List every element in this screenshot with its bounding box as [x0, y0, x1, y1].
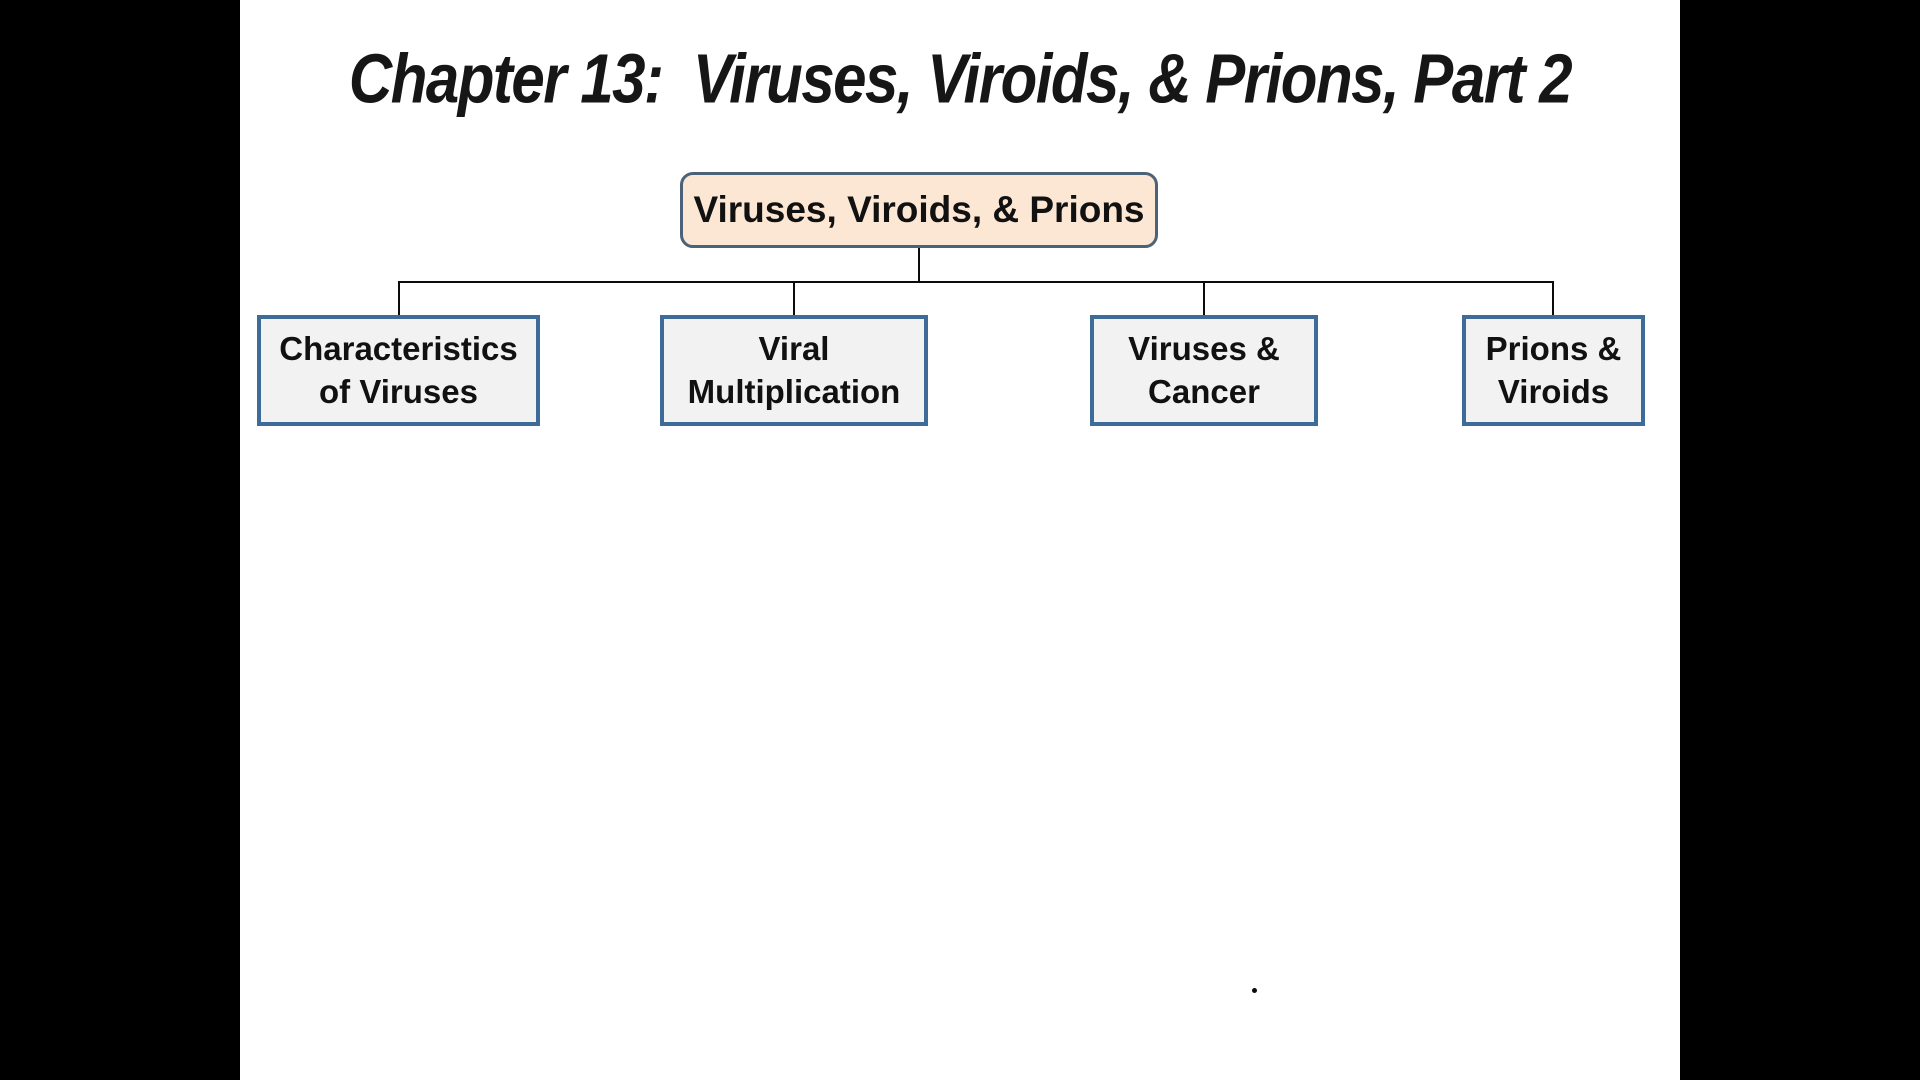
node-label-line: Viroids — [1497, 372, 1610, 410]
connector-root-stem — [918, 248, 920, 282]
connector-drop-4 — [1552, 282, 1554, 316]
node-viruses-and-cancer: Viruses & Cancer — [1090, 315, 1318, 426]
node-label-line: Viruses & — [1128, 330, 1280, 368]
connector-drop-1 — [398, 282, 400, 316]
node-label-line: Cancer — [1148, 372, 1260, 410]
root-node-label: Viruses, Viroids, & Prions — [693, 189, 1145, 230]
letterbox-left — [0, 0, 240, 1080]
node-viral-multiplication: Viral Multiplication — [660, 315, 928, 426]
node-label-line: Characteristics — [279, 330, 518, 368]
node-prions-and-viroids: Prions & Viroids — [1462, 315, 1645, 426]
connector-drop-3 — [1203, 282, 1205, 316]
node-label-line: Prions & — [1485, 330, 1622, 368]
letterbox-right — [1680, 0, 1920, 1080]
pointer-dot — [1252, 988, 1257, 993]
node-characteristics-of-viruses: Characteristics of Viruses — [257, 315, 540, 426]
slide: Chapter 13: Viruses, Viroids, & Prions, … — [240, 0, 1680, 1080]
connector-horizontal-bar — [398, 281, 1554, 283]
node-label-line: of Viruses — [319, 372, 478, 410]
connector-drop-2 — [793, 282, 795, 316]
node-label-line: Multiplication — [687, 372, 901, 410]
root-node: Viruses, Viroids, & Prions — [680, 172, 1158, 248]
slide-title: Chapter 13: Viruses, Viroids, & Prions, … — [348, 39, 1573, 118]
node-label-line: Viral — [758, 330, 830, 368]
